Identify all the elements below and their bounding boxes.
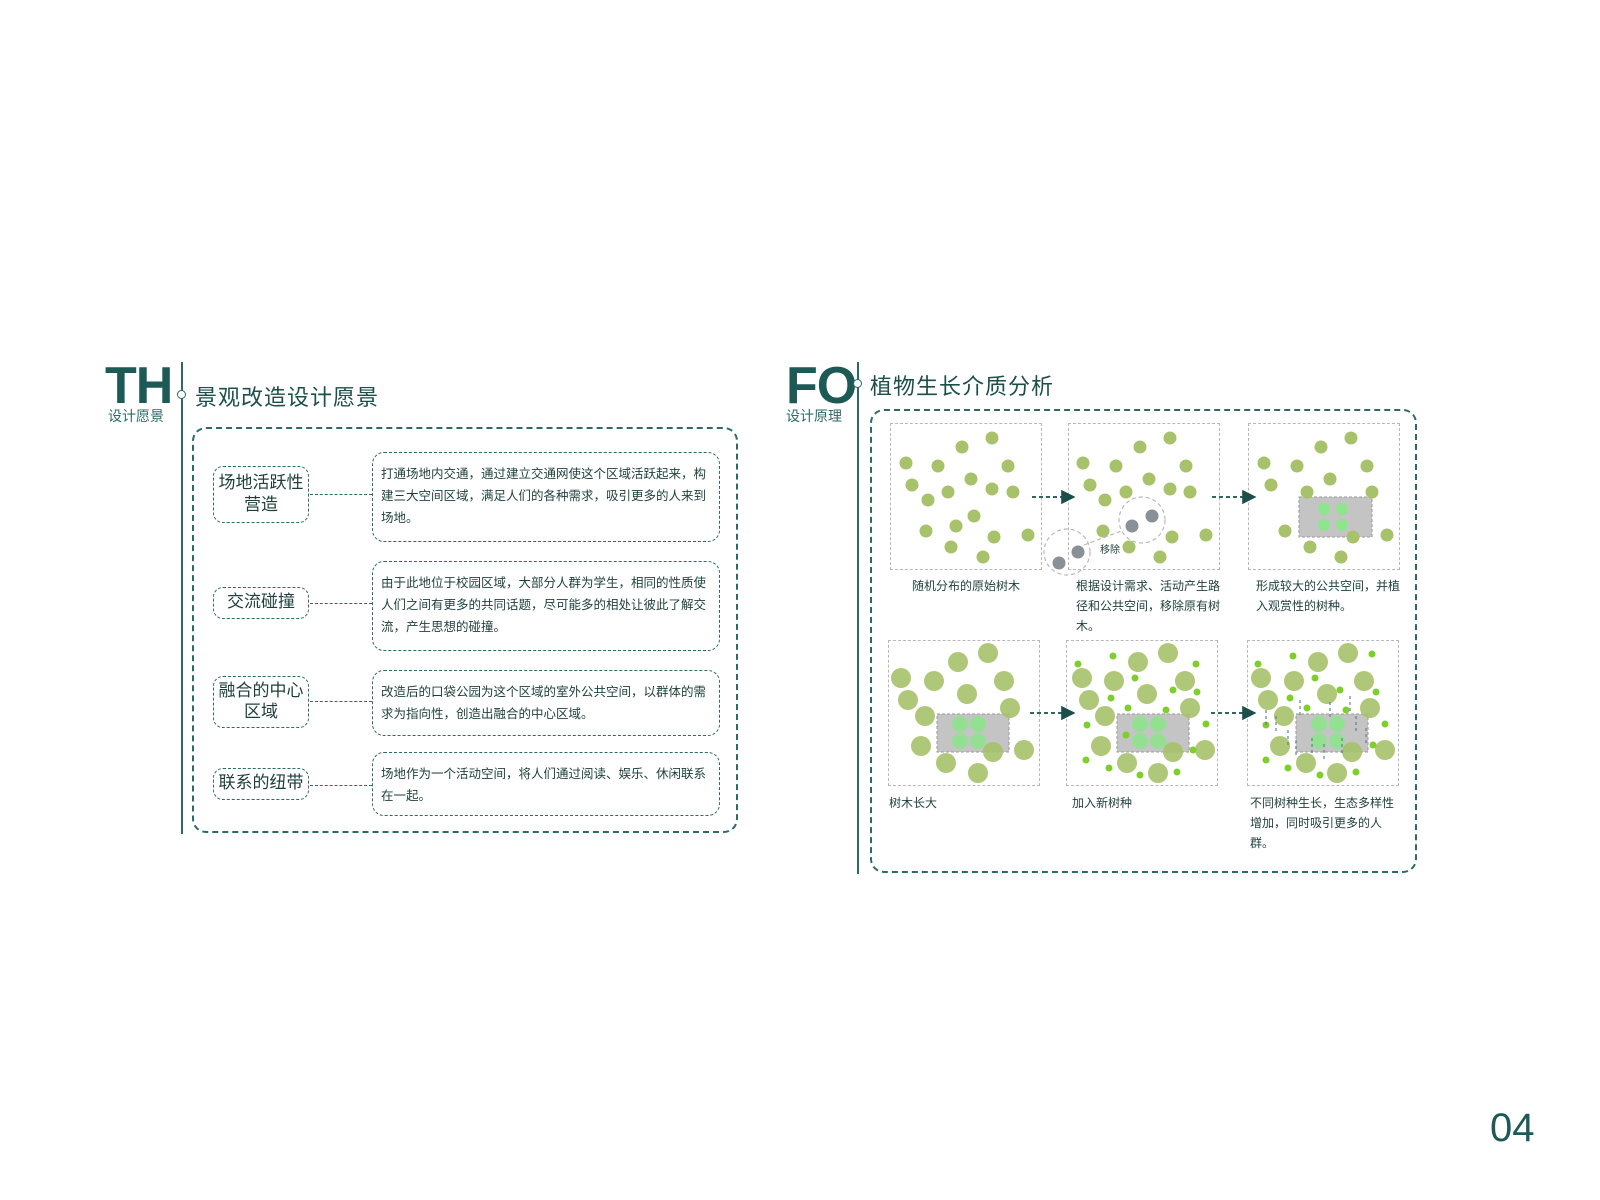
- left-section-timeline: [181, 362, 183, 834]
- right-section-code-subtitle: 设计原理: [786, 409, 842, 425]
- vision-desc-site-activity: 打通场地内交通，通过建立交通网使这个区域活跃起来，构建三大空间区域，满足人们的各…: [372, 452, 720, 542]
- page-number: 04: [1490, 1106, 1535, 1150]
- caption-remove-trees: 根据设计需求、活动产生路径和公共空间，移除原有树木。: [1076, 579, 1221, 633]
- left-section-title: 景观改造设计愿景: [195, 386, 380, 411]
- diagram-original-trees: [899, 431, 1035, 564]
- vision-label-text: 融合的中心 区域: [218, 680, 304, 722]
- vision-connector: [310, 701, 372, 702]
- vision-label-site-activity: 场地活跃性 营造: [213, 466, 309, 523]
- left-section-code-subtitle: 设计愿景: [108, 409, 164, 425]
- vision-connector: [310, 603, 372, 604]
- remove-label: 移除: [1100, 543, 1120, 556]
- diagram-trees-grow: [891, 643, 1034, 783]
- right-section-timeline-node: [853, 379, 862, 388]
- vision-desc-central-area: 改造后的口袋公园为这个区域的室外公共空间，以群体的需求为指向性，创造出融合的中心…: [372, 670, 720, 736]
- right-section-timeline: [857, 362, 859, 874]
- left-section-timeline-node: [177, 390, 186, 399]
- vision-desc-link: 场地作为一个活动空间，将人们通过阅读、娱乐、休闲联系在一起。: [372, 752, 720, 816]
- vision-label-central-area: 融合的中心 区域: [213, 676, 309, 728]
- vision-connector: [310, 494, 372, 495]
- caption-trees-grow: 树木长大: [889, 796, 938, 810]
- caption-original-trees: 随机分布的原始树木: [912, 579, 1021, 593]
- vision-label-text: 交流碰撞: [227, 592, 295, 613]
- vision-label-text: 场地活跃性 营造: [218, 473, 304, 515]
- caption-new-species: 加入新树种: [1072, 796, 1133, 810]
- diagram-remove-trees: [1043, 431, 1213, 576]
- right-section-code: FO: [786, 357, 857, 415]
- right-analysis-panel: [870, 409, 1417, 873]
- left-section-code: TH: [105, 357, 173, 415]
- vision-connector: [310, 785, 372, 786]
- vision-label-exchange: 交流碰撞: [213, 587, 309, 619]
- caption-public-space: 形成较大的公共空间，并植入观赏性的树种。: [1256, 579, 1401, 613]
- vision-label-link: 联系的纽带: [213, 768, 309, 800]
- diagram-new-species: [1072, 643, 1215, 783]
- diagram-biodiversity: [1251, 643, 1395, 783]
- vision-label-text: 联系的纽带: [218, 773, 304, 794]
- diagram-public-space: [1257, 431, 1394, 564]
- right-section-title: 植物生长介质分析: [870, 375, 1055, 400]
- left-vision-panel: [192, 427, 738, 833]
- caption-biodiversity: 不同树种生长，生态多样性增加，同时吸引更多的人群。: [1250, 796, 1395, 850]
- vision-desc-exchange: 由于此地位于校园区域，大部分人群为学生，相同的性质使人们之间有更多的共同话题，尽…: [372, 561, 720, 651]
